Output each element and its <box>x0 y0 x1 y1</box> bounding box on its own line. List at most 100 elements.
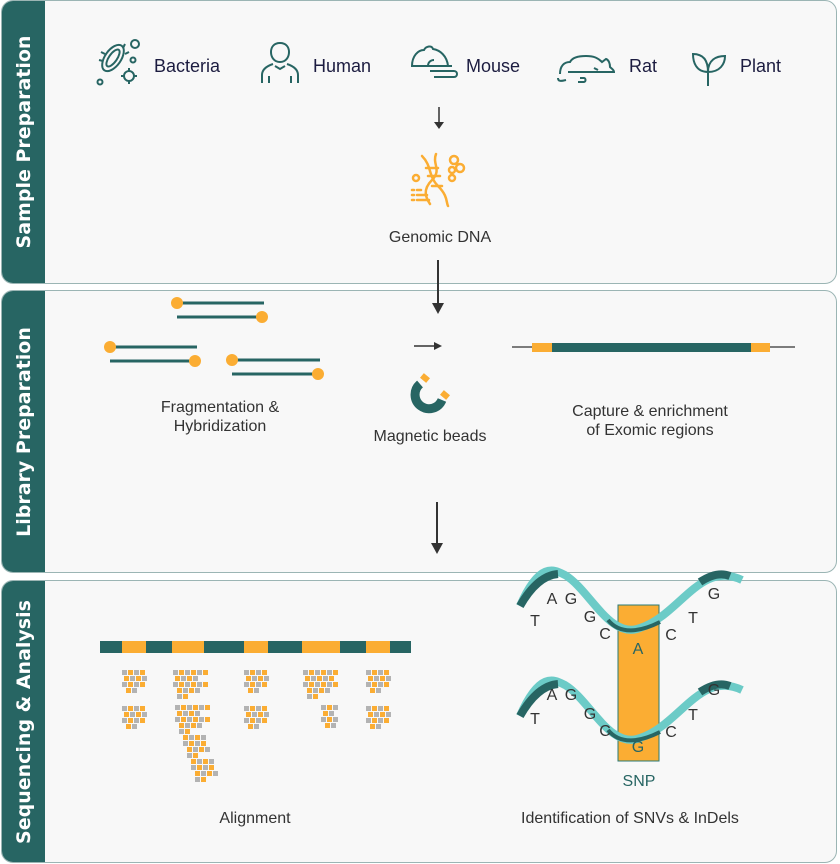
read-block <box>313 688 318 693</box>
sample-preparation-panel: Sample Preparation <box>1 0 837 284</box>
read-block <box>183 688 188 693</box>
base-letter: C <box>665 724 677 741</box>
read-block <box>201 777 206 782</box>
read-block <box>142 676 147 681</box>
read-block <box>317 676 322 681</box>
exon-segment <box>366 641 390 653</box>
read-block <box>372 670 377 675</box>
read-block <box>183 735 188 740</box>
read-block <box>376 724 381 729</box>
read-block <box>307 694 312 699</box>
read-block <box>378 682 383 687</box>
read-block <box>122 670 127 675</box>
read-block <box>177 711 182 716</box>
read-block <box>126 688 131 693</box>
read-block <box>321 717 326 722</box>
read-block <box>368 676 373 681</box>
adapter-dot <box>256 311 268 323</box>
read-block <box>244 670 249 675</box>
read-block <box>384 706 389 711</box>
base-letter: T <box>530 613 540 630</box>
exon-segment <box>244 641 268 653</box>
read-block <box>254 724 259 729</box>
organism-label: Bacteria <box>154 56 221 76</box>
read-block <box>386 712 391 717</box>
read-block <box>319 688 324 693</box>
base-letter: T <box>530 711 540 728</box>
read-block <box>181 676 186 681</box>
base-letter: C <box>599 626 611 643</box>
organism-label: Plant <box>740 56 782 76</box>
read-block <box>329 711 334 716</box>
panel-sidebar: Library Preparation <box>2 291 45 572</box>
read-block <box>315 670 320 675</box>
panel-sidebar: Sequencing & Analysis <box>2 581 45 862</box>
read-block <box>203 765 208 770</box>
base-letter: G <box>564 591 578 608</box>
read-block <box>321 682 326 687</box>
read-block <box>134 706 139 711</box>
magnet-icon <box>410 373 450 414</box>
intron-segment <box>340 641 366 653</box>
read-block <box>136 712 141 717</box>
read-block <box>244 718 249 723</box>
read-block <box>327 717 332 722</box>
read-block <box>175 705 180 710</box>
read-block <box>205 705 210 710</box>
aligned-reads <box>122 670 391 782</box>
intron-segment <box>268 641 302 653</box>
read-block <box>378 718 383 723</box>
read-block <box>203 670 208 675</box>
exon-segment <box>172 641 204 653</box>
read-block <box>333 705 338 710</box>
read-block <box>380 712 385 717</box>
organism-label: Rat <box>629 56 658 76</box>
read-block <box>183 694 188 699</box>
read-block <box>246 676 251 681</box>
read-block <box>181 717 186 722</box>
read-block <box>213 771 218 776</box>
read-block <box>323 676 328 681</box>
read-block <box>264 712 269 717</box>
adapter-dot <box>104 341 116 353</box>
read-block <box>199 705 204 710</box>
read-block <box>258 676 263 681</box>
read-block <box>378 670 383 675</box>
read-block <box>187 705 192 710</box>
base-letter: G <box>707 682 721 699</box>
read-block <box>142 712 147 717</box>
read-block <box>122 706 127 711</box>
read-block <box>179 723 184 728</box>
reference-genome-bar <box>100 641 411 653</box>
read-block <box>128 682 133 687</box>
read-block <box>254 688 259 693</box>
read-block <box>128 718 133 723</box>
read-block <box>130 712 135 717</box>
read-block <box>189 735 194 740</box>
read-block <box>325 688 330 693</box>
read-block <box>126 724 131 729</box>
read-block <box>183 741 188 746</box>
read-block <box>195 771 200 776</box>
read-block <box>193 747 198 752</box>
read-block <box>197 759 202 764</box>
read-block <box>250 718 255 723</box>
read-block <box>173 670 178 675</box>
snp-label: SNP <box>622 773 656 790</box>
read-block <box>372 706 377 711</box>
read-block <box>311 676 316 681</box>
read-block <box>305 676 310 681</box>
read-block <box>244 706 249 711</box>
read-block <box>374 676 379 681</box>
read-block <box>370 724 375 729</box>
read-block <box>197 670 202 675</box>
read-block <box>185 670 190 675</box>
read-block <box>252 676 257 681</box>
read-block <box>333 682 338 687</box>
alignment-label: Alignment <box>219 810 291 827</box>
read-block <box>203 759 208 764</box>
bacteria-icon <box>96 39 140 86</box>
read-block <box>246 712 251 717</box>
read-block <box>248 688 253 693</box>
read-block <box>262 670 267 675</box>
